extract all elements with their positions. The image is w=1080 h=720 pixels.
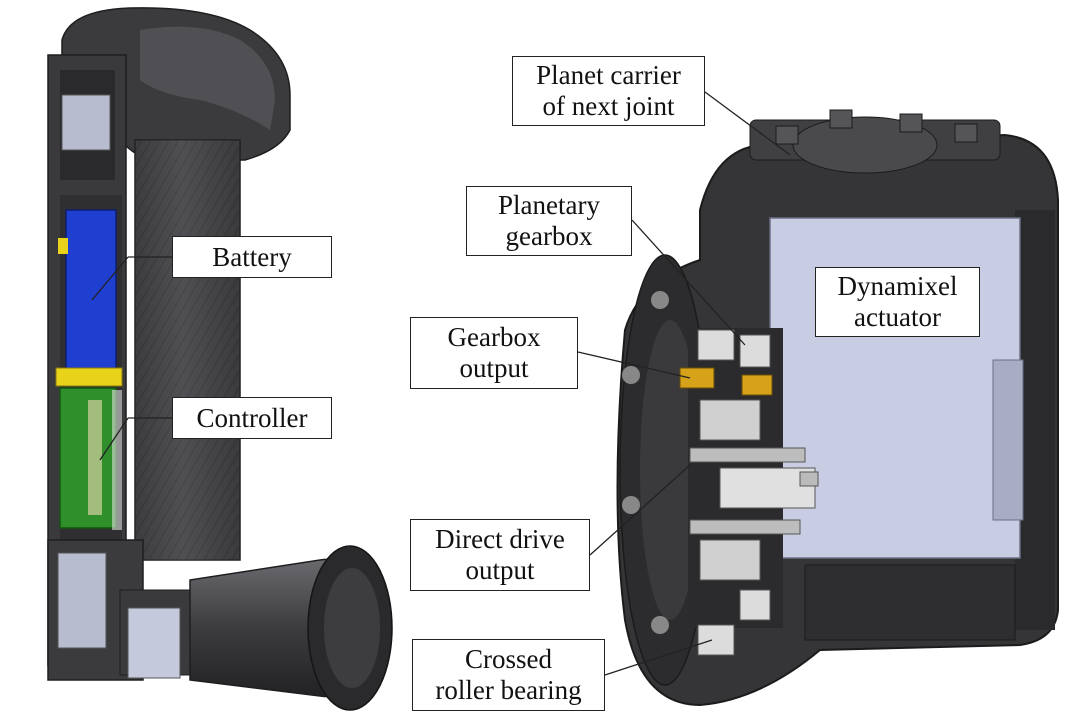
leader-gearbox-output [577, 351, 691, 379]
dynamixel-label-line1: Dynamixel [837, 271, 958, 301]
battery-pack [65, 209, 117, 371]
direct-drive-label-line2: output [465, 555, 535, 585]
crossed-roller-label-line1: Crossed [465, 644, 552, 674]
leader-lines [91, 91, 791, 676]
planetary-gearbox-label-line1: Planetary [498, 190, 600, 220]
controller-label: Controller [172, 397, 332, 439]
battery-label: Battery [172, 236, 332, 278]
leader-crossed-roller [604, 639, 713, 676]
leader-direct-drive [589, 464, 691, 556]
planetary-gearbox-label-line2: gearbox [505, 221, 593, 251]
crossed-roller-label-line2: roller bearing [435, 675, 582, 705]
leader-planet-carrier [704, 91, 791, 156]
leader-planetary-gearbox [631, 219, 746, 346]
planet-carrier-label-line1: Planet carrier [536, 60, 681, 90]
dynamixel-label-line2: actuator [854, 302, 941, 332]
gearbox-output-label-line1: Gearbox [447, 322, 541, 352]
planet-carrier-label: Planet carrier of next joint [512, 56, 705, 126]
joint-section-drawing [616, 109, 1059, 707]
direct-drive-label-line1: Direct drive [435, 524, 565, 554]
arm-link-drawing [47, 7, 393, 711]
battery-label-text: Battery [212, 241, 292, 272]
direct-drive-label: Direct drive output [410, 519, 590, 591]
gearbox-output-label: Gearbox output [410, 317, 578, 389]
planetary-gearbox-label: Planetary gearbox [466, 186, 632, 256]
gearbox-output-label-line2: output [459, 353, 529, 383]
dynamixel-label: Dynamixel actuator [815, 267, 980, 337]
controller-label-text: Controller [196, 402, 308, 433]
planet-carrier-label-line2: of next joint [542, 91, 675, 121]
crossed-roller-label: Crossed roller bearing [412, 639, 605, 711]
